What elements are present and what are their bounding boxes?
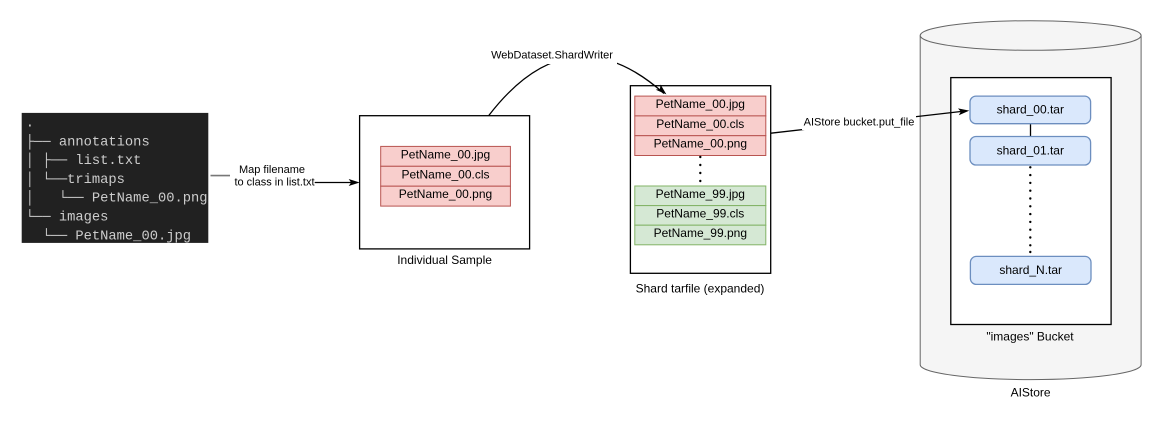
svg-text:│ └──trimaps: │ └──trimaps: [26, 171, 125, 188]
svg-text:PetName_99.cls: PetName_99.cls: [656, 207, 744, 221]
svg-text:├── annotations: ├── annotations: [26, 133, 150, 150]
svg-text:AIStore: AIStore: [1011, 385, 1051, 399]
svg-text:to class in list.txt: to class in list.txt: [234, 177, 314, 189]
svg-text:WebDataset.ShardWriter: WebDataset.ShardWriter: [491, 50, 613, 62]
svg-text:│ └── PetName_00.png: │ └── PetName_00.png: [26, 190, 208, 207]
svg-text:PetName_00.cls: PetName_00.cls: [656, 117, 744, 131]
svg-text:Map filename: Map filename: [239, 164, 305, 176]
svg-text:PetName_00.jpg: PetName_00.jpg: [401, 147, 490, 161]
svg-text:shard_00.tar: shard_00.tar: [997, 103, 1064, 117]
svg-text:└── images: └── images: [26, 209, 109, 226]
svg-text:PetName_00.png: PetName_00.png: [399, 187, 492, 201]
svg-text:PetName_99.jpg: PetName_99.jpg: [656, 187, 745, 201]
svg-text:│ ├── list.txt: │ ├── list.txt: [26, 152, 142, 169]
svg-text:"images" Bucket: "images" Bucket: [986, 330, 1074, 344]
svg-text:Individual Sample: Individual Sample: [397, 253, 492, 267]
svg-text:PetName_00.cls: PetName_00.cls: [401, 167, 489, 181]
svg-text:shard_N.tar: shard_N.tar: [999, 263, 1062, 277]
svg-text:Shard tarfile (expanded): Shard tarfile (expanded): [636, 282, 765, 296]
svg-text:└── PetName_00.jpg: └── PetName_00.jpg: [26, 227, 191, 244]
svg-text:shard_01.tar: shard_01.tar: [997, 143, 1064, 157]
svg-text:AIStore bucket.put_file: AIStore bucket.put_file: [804, 116, 915, 128]
svg-text:PetName_99.png: PetName_99.png: [654, 226, 747, 240]
svg-text:.: .: [26, 117, 34, 132]
svg-text:PetName_00.jpg: PetName_00.jpg: [656, 97, 745, 111]
svg-text:PetName_00.png: PetName_00.png: [654, 137, 747, 151]
